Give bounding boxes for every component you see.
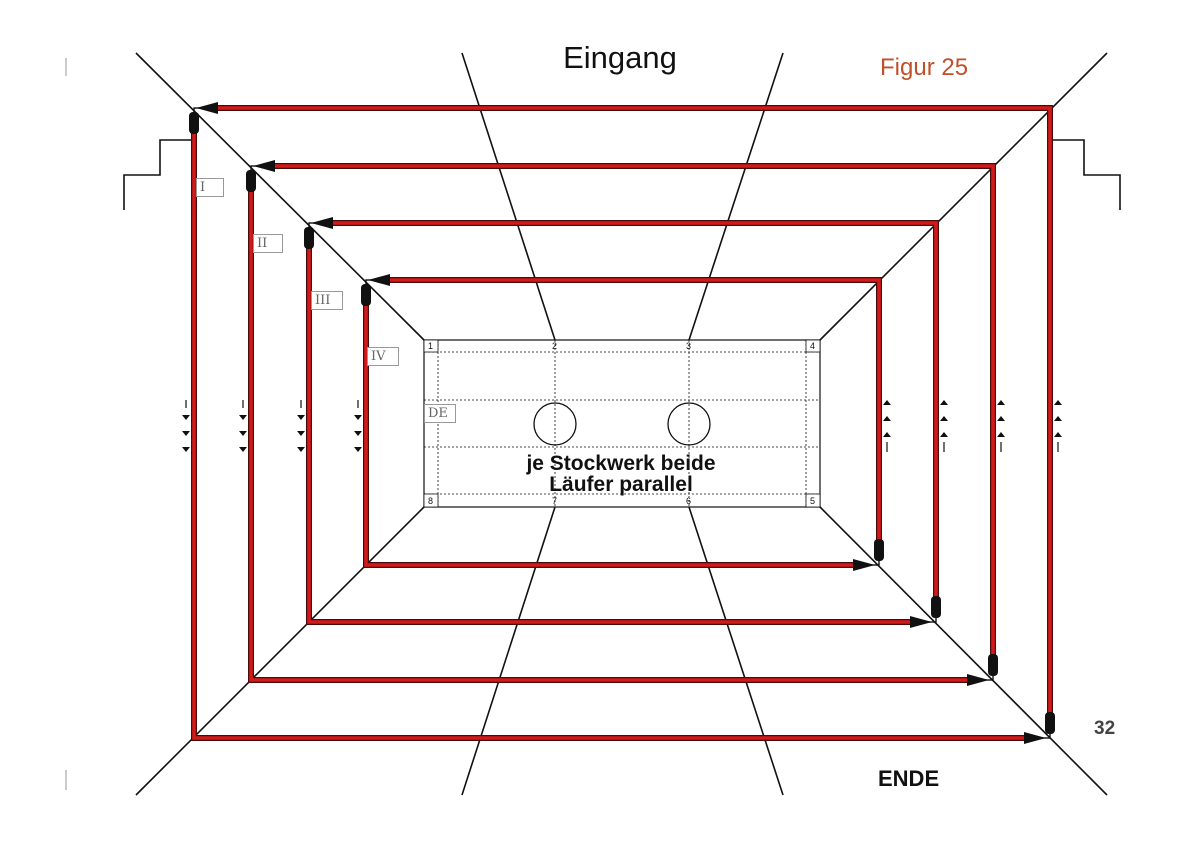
tick-up-1-3 bbox=[1054, 432, 1062, 437]
tick-up-3-1 bbox=[940, 400, 948, 405]
piece-end-4 bbox=[874, 539, 884, 561]
corner-number-1: 1 bbox=[428, 341, 434, 351]
tick-down-1-3 bbox=[182, 447, 190, 452]
perspective-line-top-2 bbox=[461, 52, 556, 341]
tick-down-4-3 bbox=[354, 447, 362, 452]
diagonal-top-left bbox=[135, 52, 425, 341]
stairs-left bbox=[123, 139, 196, 210]
piece-start-1 bbox=[189, 112, 199, 134]
arrow-bottom-4 bbox=[853, 559, 875, 571]
arrow-top-2 bbox=[253, 160, 275, 172]
floor-label-4: IV bbox=[367, 347, 399, 366]
arrow-bottom-1 bbox=[1024, 732, 1046, 744]
corner-number-5: 5 bbox=[810, 496, 816, 506]
arrow-top-1 bbox=[196, 102, 218, 114]
path-floor-1 bbox=[192, 106, 1052, 740]
page-number: 32 bbox=[1094, 718, 1116, 739]
piece-end-3 bbox=[931, 596, 941, 618]
tick-down-2-2 bbox=[239, 431, 247, 436]
center-text-line2: Läufer parallel bbox=[549, 473, 693, 496]
arrow-top-3 bbox=[311, 217, 333, 229]
tick-down-3-3 bbox=[297, 447, 305, 452]
tick-up-1-1 bbox=[1054, 400, 1062, 405]
center-text-line1: je Stockwerk beide bbox=[526, 452, 716, 475]
tick-up-2-1 bbox=[997, 400, 1005, 405]
perspective-line-top-3 bbox=[688, 52, 784, 341]
figure-label: Figur 25 bbox=[880, 54, 969, 81]
board-inner-label: DE bbox=[424, 404, 456, 423]
piece-start-2 bbox=[246, 170, 256, 192]
end-label: ENDE bbox=[878, 766, 940, 791]
tick-up-4-1 bbox=[883, 400, 891, 405]
piece-start-4 bbox=[361, 284, 371, 306]
perspective-line-bottom-6 bbox=[688, 506, 784, 796]
walking-paths bbox=[191, 105, 1053, 741]
tick-down-2-1 bbox=[239, 415, 247, 420]
piece-start-3 bbox=[304, 227, 314, 249]
arrow-bottom-2 bbox=[967, 674, 989, 686]
corner-number-3: 3 bbox=[686, 341, 692, 351]
tick-down-1-2 bbox=[182, 431, 190, 436]
tick-up-3-2 bbox=[940, 416, 948, 421]
floor-label-3: III bbox=[311, 291, 343, 310]
tick-down-4-1 bbox=[354, 415, 362, 420]
floor-label-2: II bbox=[253, 234, 283, 253]
tick-up-1-2 bbox=[1054, 416, 1062, 421]
diagonal-bottom-left bbox=[135, 506, 425, 796]
perspective-line-bottom-7 bbox=[461, 506, 556, 796]
path-floor-2 bbox=[249, 164, 995, 682]
arrow-top-4 bbox=[368, 274, 390, 286]
floor-label-1: I bbox=[196, 178, 224, 197]
corner-number-8: 8 bbox=[428, 496, 434, 506]
tick-up-3-3 bbox=[940, 432, 948, 437]
tick-down-3-2 bbox=[297, 431, 305, 436]
tick-up-4-2 bbox=[883, 416, 891, 421]
path-floor-4 bbox=[364, 278, 881, 567]
path-pieces bbox=[189, 112, 1055, 734]
center-circle-right bbox=[667, 402, 711, 446]
path-arrows bbox=[196, 102, 1046, 744]
arrow-bottom-3 bbox=[910, 616, 932, 628]
tick-down-1-1 bbox=[182, 415, 190, 420]
corner-number-6: 6 bbox=[686, 496, 692, 506]
tick-up-2-2 bbox=[997, 416, 1005, 421]
center-board bbox=[423, 339, 821, 508]
stairs-right bbox=[1050, 139, 1121, 210]
piece-end-1 bbox=[1045, 712, 1055, 734]
tick-up-4-3 bbox=[883, 432, 891, 437]
tick-up-2-3 bbox=[997, 432, 1005, 437]
corner-number-2: 2 bbox=[552, 341, 558, 351]
tick-down-3-1 bbox=[297, 415, 305, 420]
corner-number-7: 7 bbox=[552, 496, 558, 506]
center-circle-left bbox=[533, 402, 577, 446]
direction-ticks bbox=[182, 400, 1062, 452]
diagonal-top-right bbox=[819, 52, 1108, 341]
tick-down-2-3 bbox=[239, 447, 247, 452]
diagonal-bottom-right bbox=[819, 506, 1108, 796]
tick-down-4-2 bbox=[354, 431, 362, 436]
diagram-title: Eingang bbox=[563, 40, 677, 75]
corner-number-4: 4 bbox=[810, 341, 816, 351]
piece-end-2 bbox=[988, 654, 998, 676]
path-floor-3 bbox=[307, 221, 938, 624]
